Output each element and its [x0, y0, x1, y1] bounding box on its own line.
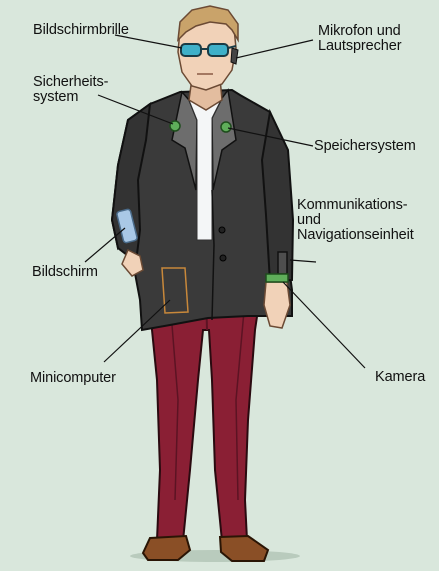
label-mikrofon-lautsprecher: Mikrofon und Lautsprecher [318, 24, 401, 54]
label-sicherheit-line1: Sicherheits- [33, 75, 108, 90]
label-mikrofon-line2: Lautsprecher [318, 39, 401, 54]
leader-kamera [283, 282, 365, 368]
label-bildschirmbrille: Bildschirmbrille [33, 23, 129, 38]
leader-kommunikation [290, 260, 316, 262]
label-minicomputer-text: Minicomputer [30, 371, 116, 386]
label-kommunikation-line1: Kommunikations- [297, 198, 414, 213]
ear-microphone [231, 48, 238, 64]
security-device [170, 121, 180, 131]
label-speichersystem-text: Speichersystem [314, 139, 416, 154]
display-glasses [181, 44, 236, 56]
navigation-unit [278, 252, 287, 274]
label-sicherheitssystem: Sicherheits- system [33, 75, 108, 105]
wrist-camera [266, 274, 288, 282]
right-shoe [220, 536, 268, 561]
label-kamera-text: Kamera [375, 370, 425, 385]
label-minicomputer: Minicomputer [30, 371, 116, 386]
label-bildschirmbrille-text: Bildschirmbrille [33, 23, 129, 38]
leader-mikrofon [236, 40, 313, 58]
label-kamera: Kamera [375, 370, 425, 385]
label-speichersystem: Speichersystem [314, 139, 416, 154]
storage-device [221, 122, 231, 132]
left-shoe [143, 536, 190, 560]
label-sicherheit-line2: system [33, 90, 108, 105]
label-kommunikation-line3: Navigationseinheit [297, 228, 414, 243]
label-bildschirm-text: Bildschirm [32, 265, 98, 280]
label-mikrofon-line1: Mikrofon und [318, 24, 401, 39]
label-bildschirm: Bildschirm [32, 265, 98, 280]
right-hand [264, 282, 290, 328]
label-kommunikation-line2: und [297, 213, 414, 228]
label-kommunikation-navigation: Kommunikations- und Navigationseinheit [297, 198, 414, 243]
